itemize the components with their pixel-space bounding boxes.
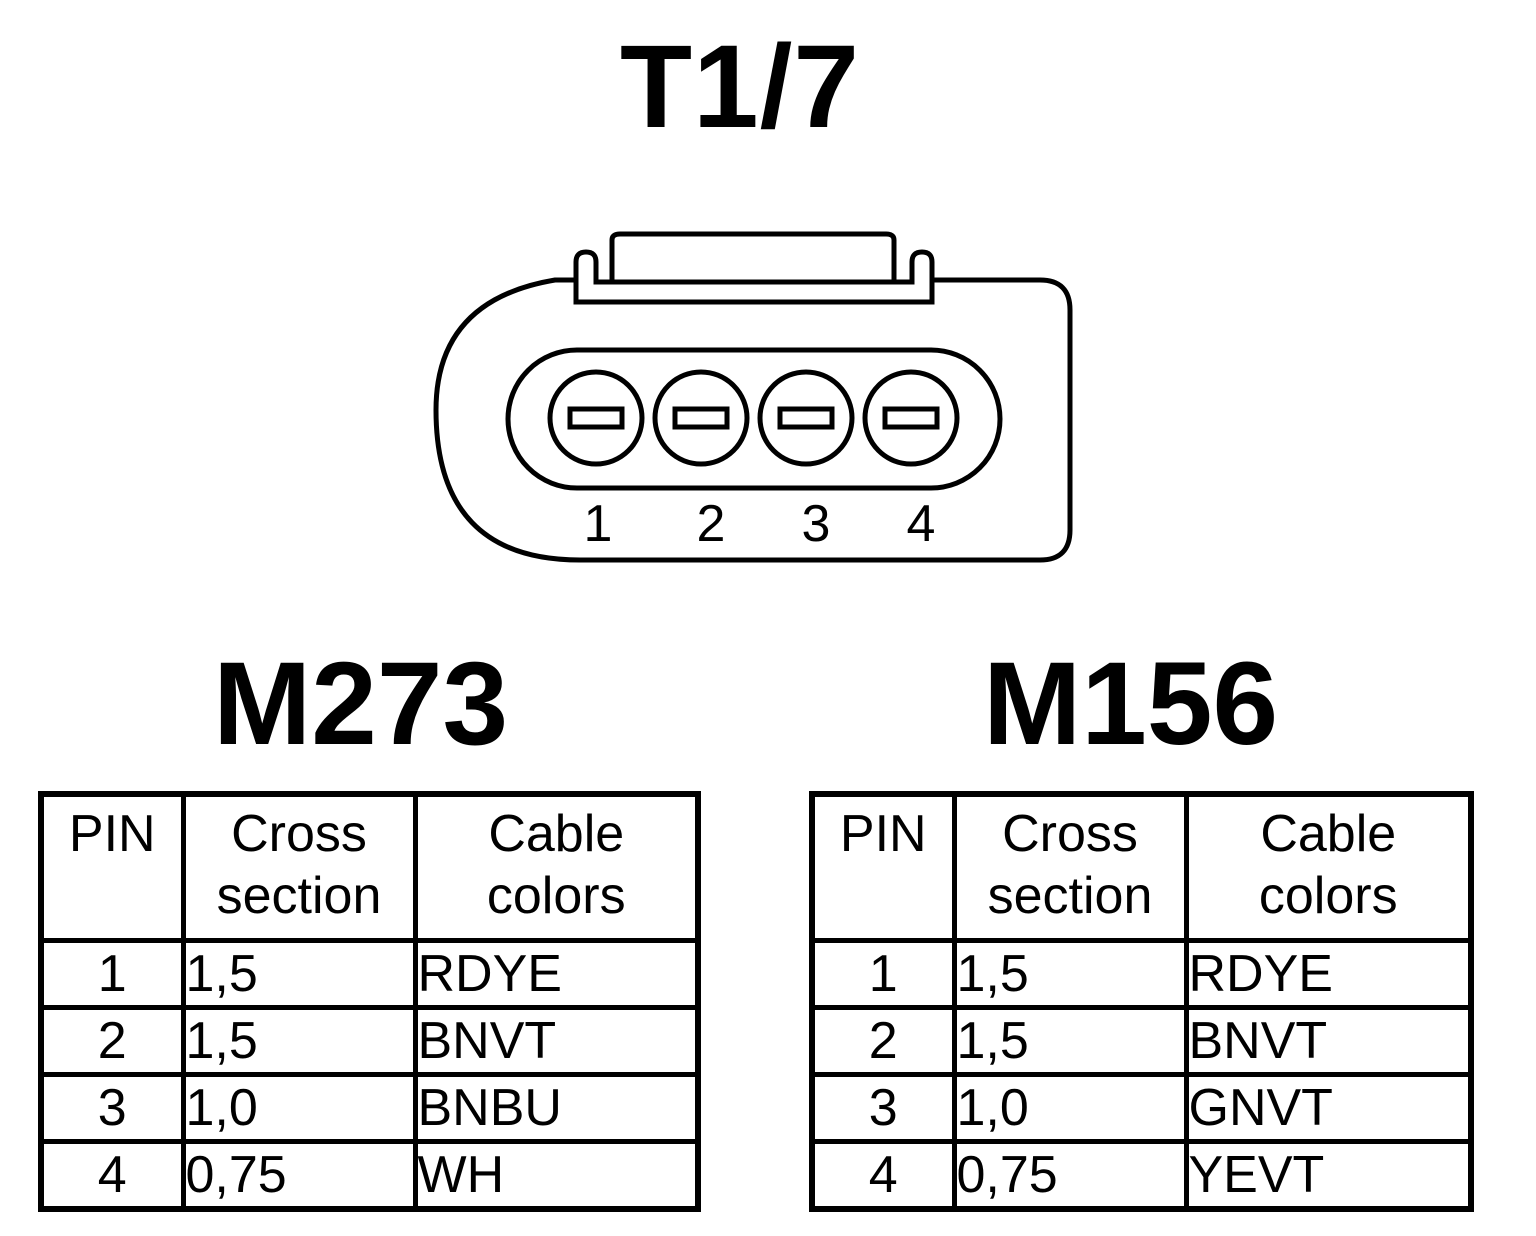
table-row: 4 0,75 YEVT (809, 1139, 1474, 1212)
pin-terminal-1 (547, 369, 645, 467)
cell-cross-section: 1,0 (951, 1072, 1189, 1144)
pin-cavity (505, 347, 1003, 491)
cell-pin: 4 (809, 1139, 957, 1212)
pin-terminal-3 (757, 369, 855, 467)
pin-slot-2 (672, 406, 730, 430)
cell-pin: 3 (38, 1072, 186, 1144)
pin-number-2: 2 (697, 495, 726, 553)
header-pin: PIN (809, 791, 957, 943)
pin-slot-1 (567, 406, 625, 430)
cell-cable-color: BNVT (412, 1005, 701, 1077)
cell-pin: 1 (809, 938, 957, 1010)
header-pin: PIN (38, 791, 186, 943)
cell-cross-section: 0,75 (951, 1139, 1189, 1212)
engine-label-m156: M156 (983, 638, 1279, 770)
connector-pins: 1 2 3 4 (547, 369, 960, 553)
pin-terminal-4 (862, 369, 960, 467)
cell-cable-color: GNVT (1183, 1072, 1474, 1144)
table-row: 1 1,5 RDYE (809, 938, 1474, 1010)
cell-cross-section: 1,0 (180, 1072, 418, 1144)
connector-diagram: 1 2 3 4 (433, 231, 1073, 563)
cell-pin: 4 (38, 1139, 186, 1212)
table-row: 4 0,75 WH (38, 1139, 701, 1212)
cell-cable-color: RDYE (412, 938, 701, 1010)
table-row: 3 1,0 BNBU (38, 1072, 701, 1144)
cell-cable-color: BNBU (412, 1072, 701, 1144)
table-row: 1 1,5 RDYE (38, 938, 701, 1010)
cell-cable-color: YEVT (1183, 1139, 1474, 1212)
cell-cable-color: WH (412, 1139, 701, 1212)
cell-pin: 3 (809, 1072, 957, 1144)
cell-cross-section: 1,5 (951, 1005, 1189, 1077)
engine-label-m273: M273 (213, 638, 509, 770)
cell-cable-color: RDYE (1183, 938, 1474, 1010)
cell-cross-section: 0,75 (180, 1139, 418, 1212)
connector-title: T1/7 (619, 21, 861, 153)
cell-pin: 2 (38, 1005, 186, 1077)
cell-cable-color: BNVT (1183, 1005, 1474, 1077)
cell-pin: 2 (809, 1005, 957, 1077)
cell-cross-section: 1,5 (180, 938, 418, 1010)
pin-slot-3 (777, 406, 835, 430)
pin-slot-4 (882, 406, 940, 430)
cell-pin: 1 (38, 938, 186, 1010)
cell-cross-section: 1,5 (180, 1005, 418, 1077)
connector-latch (573, 231, 935, 305)
pin-number-4: 4 (907, 495, 936, 553)
table-row: 3 1,0 GNVT (809, 1072, 1474, 1144)
connector-housing (433, 277, 1073, 563)
table-row: 2 1,5 BNVT (38, 1005, 701, 1077)
cell-cross-section: 1,5 (951, 938, 1189, 1010)
pin-number-3: 3 (802, 495, 831, 553)
table-row: 2 1,5 BNVT (809, 1005, 1474, 1077)
pin-terminal-2 (652, 369, 750, 467)
pin-number-1: 1 (584, 495, 613, 553)
